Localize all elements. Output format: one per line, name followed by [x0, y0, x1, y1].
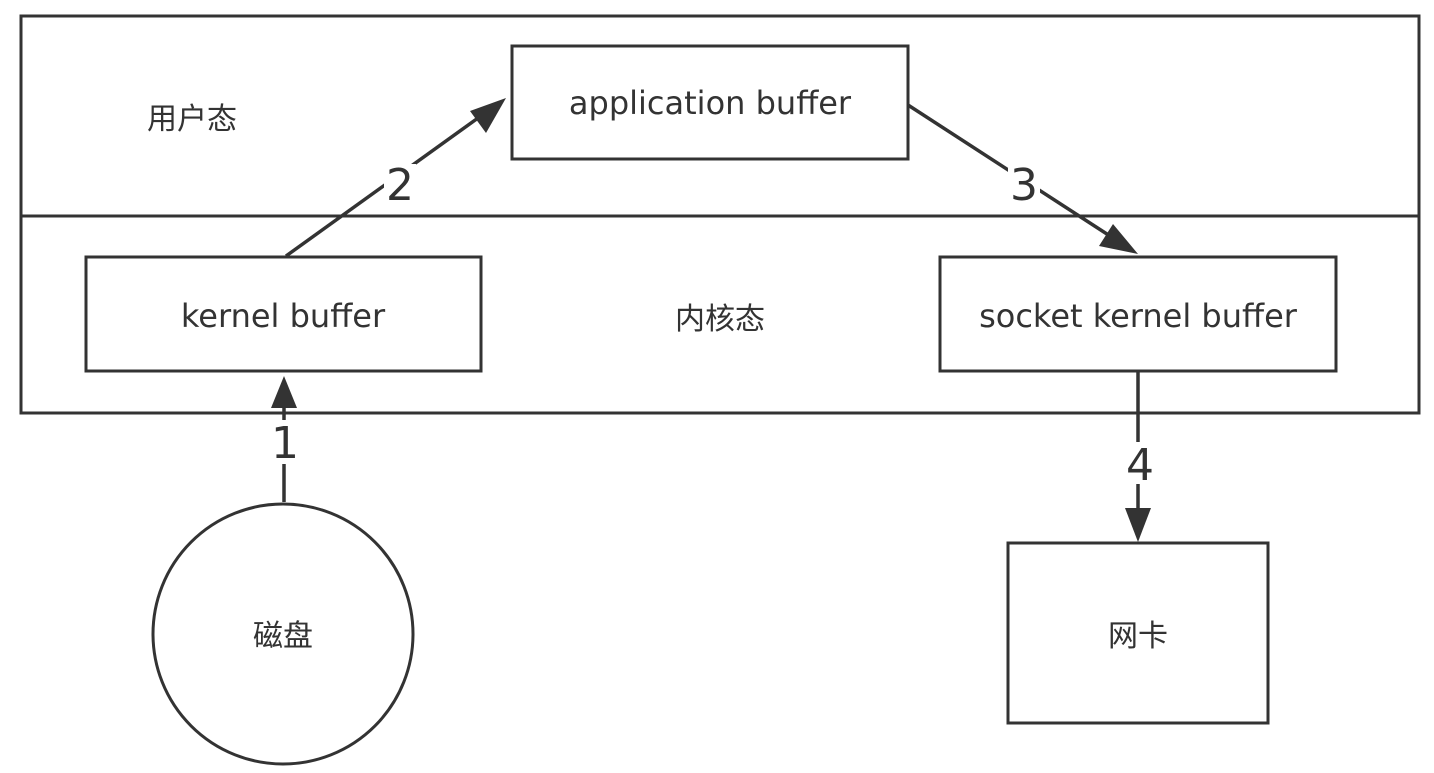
- application-buffer-label: application buffer: [569, 84, 852, 122]
- kernel-space-label: 内核态: [675, 302, 765, 337]
- socket-kernel-buffer-box: [938, 255, 1338, 373]
- kernel-buffer-label: kernel buffer: [181, 297, 386, 335]
- nic-label: 网卡: [1108, 619, 1168, 654]
- socket-kernel-buffer-label: socket kernel buffer: [979, 297, 1298, 335]
- step-4-label: 4: [1126, 440, 1154, 491]
- arrow-1-head: [271, 376, 297, 408]
- arrow-3-head: [1099, 224, 1138, 254]
- user-space-label: 用户态: [147, 102, 237, 137]
- arrow-4-head: [1125, 508, 1151, 542]
- disk-circle: [151, 502, 415, 766]
- arrow-2-head: [470, 98, 506, 133]
- nic-box: [1006, 541, 1270, 725]
- application-buffer-box: [510, 44, 910, 161]
- disk-label: 磁盘: [253, 619, 313, 654]
- step-3-label: 3: [1010, 160, 1038, 211]
- step-1-label: 1: [271, 418, 299, 469]
- kernel-buffer-box: [84, 255, 483, 373]
- step-2-label: 2: [386, 160, 414, 211]
- arrow-2-line: [284, 116, 480, 258]
